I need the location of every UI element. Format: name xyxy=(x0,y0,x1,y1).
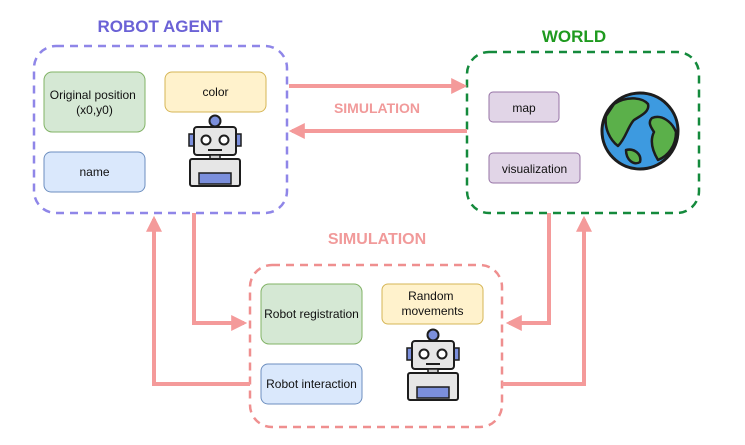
random-movements-label-line2: movements xyxy=(401,304,463,318)
name-box xyxy=(43,151,146,193)
arrow-agent-to-registration xyxy=(192,213,248,331)
earth-globe-icon xyxy=(600,91,680,171)
visualization-label: visualization xyxy=(502,162,567,176)
robot-icon xyxy=(406,328,460,401)
robot-agent-title: ROBOT AGENT xyxy=(98,17,224,36)
simulation-group xyxy=(248,263,504,429)
robot-interaction-label: Robot interaction xyxy=(266,377,357,391)
original-position-box xyxy=(43,71,146,133)
simulation-link-label: SIMULATION xyxy=(334,100,420,116)
arrow-simulation-to-world xyxy=(502,215,592,386)
map-label: map xyxy=(512,101,536,115)
visualization-box xyxy=(488,152,581,184)
color-box xyxy=(164,71,267,113)
arrow-interaction-to-agent xyxy=(146,215,250,386)
name-label: name xyxy=(79,165,109,179)
connectors xyxy=(146,78,592,386)
color-label: color xyxy=(202,85,228,99)
robot-registration-label: Robot registration xyxy=(264,307,359,321)
original-position-label: Original position xyxy=(50,88,136,102)
arrow-world-to-simulation xyxy=(505,213,551,331)
robot-interaction-box xyxy=(260,363,363,405)
world-title: WORLD xyxy=(542,27,606,46)
map-box xyxy=(488,91,560,123)
random-movements-box xyxy=(381,283,484,325)
svg-text:Original position (x0,y0): Original position (x0,y0) xyxy=(50,88,139,117)
original-position-coords: (x0,y0) xyxy=(76,103,113,117)
robot-registration-box xyxy=(260,283,363,345)
world-group xyxy=(465,50,701,215)
random-movements-label-line1: Random xyxy=(408,289,453,303)
simulation-title: SIMULATION xyxy=(328,231,426,248)
robot-icon xyxy=(188,114,242,187)
robot-agent-group xyxy=(32,44,289,215)
svg-text:Random movements: Random movements xyxy=(401,289,463,318)
